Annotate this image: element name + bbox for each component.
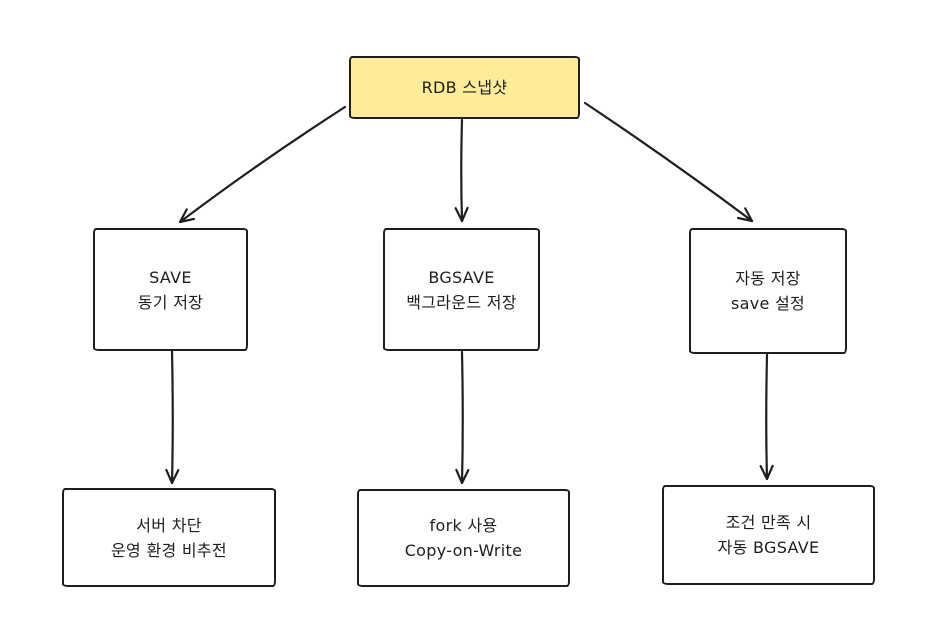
node-autosave-detail: 조건 만족 시 자동 BGSAVE [662, 485, 875, 585]
arrow-autosave-to-detail [759, 353, 774, 481]
node-autosave-subtitle: save 설정 [730, 294, 806, 313]
node-save-subtitle: 동기 저장 [137, 292, 204, 312]
node-bgsave-detail-line1: fork 사용 [429, 516, 498, 535]
arrow-rdb-to-save [178, 105, 347, 224]
node-save-detail: 서버 차단 운영 환경 비추전 [62, 488, 276, 587]
node-bgsave-subtitle: 백그라운드 저장 [406, 292, 517, 312]
node-rdb-snapshot-label: RDB 스냅샷 [421, 78, 508, 97]
arrow-save-to-detail [165, 349, 180, 485]
node-save-detail-line1: 서버 차단 [136, 515, 202, 535]
node-autosave: 자동 저장 save 설정 [689, 228, 847, 354]
node-bgsave-detail: fork 사용 Copy-on-Write [357, 489, 570, 587]
node-save: SAVE 동기 저장 [93, 228, 248, 351]
node-bgsave: BGSAVE 백그라운드 저장 [383, 228, 540, 351]
node-save-detail-line2: 운영 환경 비추전 [111, 540, 227, 560]
node-bgsave-title: BGSAVE [428, 267, 495, 287]
arrow-rdb-to-autosave [583, 101, 754, 223]
node-autosave-detail-line2: 자동 BGSAVE [717, 538, 820, 557]
node-bgsave-detail-line2: Copy-on-Write [404, 541, 523, 560]
arrow-rdb-to-bgsave [454, 118, 469, 223]
arrow-bgsave-to-detail [455, 350, 470, 485]
node-save-title: SAVE [149, 267, 192, 287]
node-autosave-title: 자동 저장 [735, 269, 801, 288]
node-rdb-snapshot: RDB 스냅샷 [349, 56, 580, 119]
node-autosave-detail-line1: 조건 만족 시 [725, 513, 812, 532]
